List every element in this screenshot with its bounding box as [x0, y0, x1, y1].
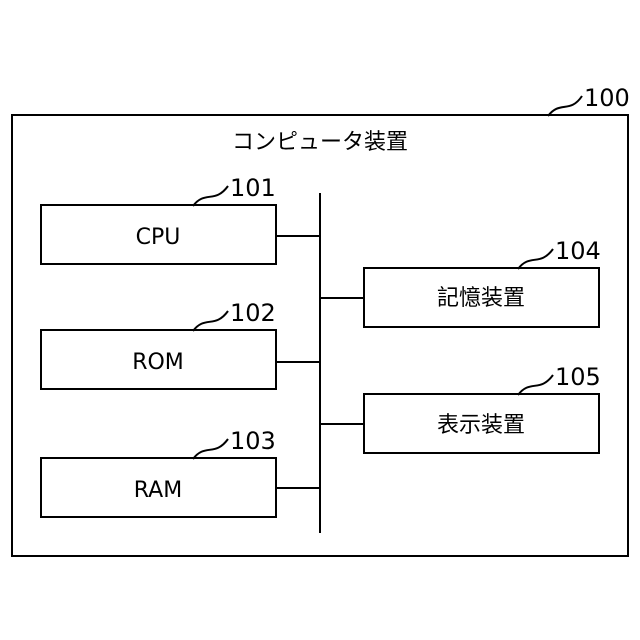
display-device-label: 表示装置 [437, 413, 525, 438]
rom-label: ROM [132, 350, 184, 375]
rom-ref: 102 [230, 299, 276, 327]
display-device-ref: 105 [555, 363, 601, 391]
computer-device-leader [548, 96, 582, 116]
ram-ref: 103 [230, 427, 276, 455]
computer-device-title: コンピュータ装置 [232, 130, 408, 155]
storage-device-ref: 104 [555, 237, 601, 265]
storage-device-label: 記憶装置 [437, 286, 525, 311]
computer-device-ref: 100 [584, 84, 630, 112]
cpu-ref: 101 [230, 174, 276, 202]
ram-label: RAM [134, 478, 182, 503]
cpu-label: CPU [136, 225, 181, 250]
